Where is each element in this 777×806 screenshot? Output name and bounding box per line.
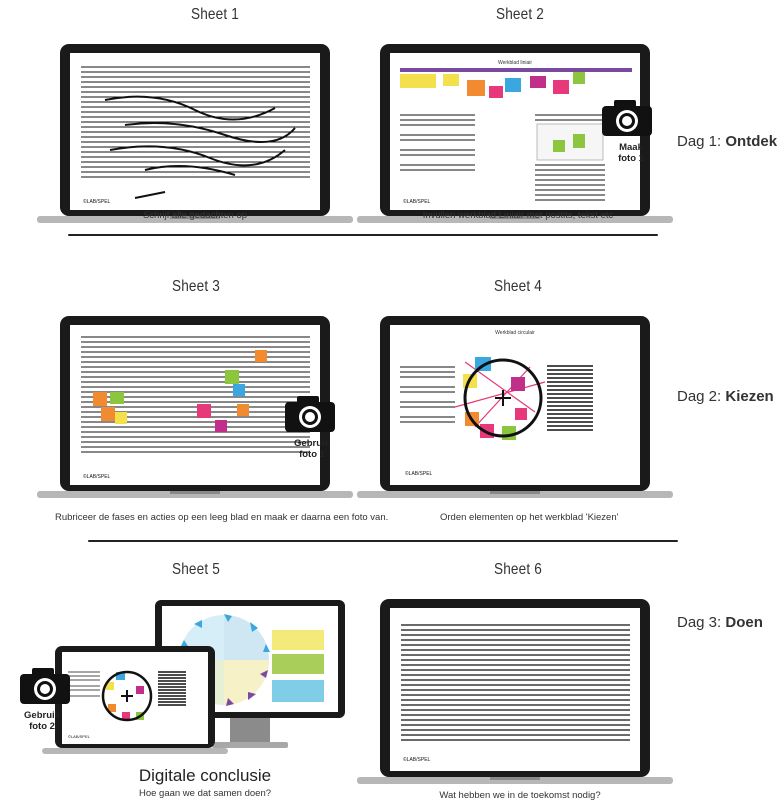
sheet-1-caption: Schrijf alle gedachten op [142,210,248,221]
sheet-4-title: Sheet 4 [493,278,543,295]
sheet-1-title: Sheet 1 [190,6,240,23]
camera-icon [602,100,652,136]
sheet-3-logo: ©LAB/SPEL [83,473,111,480]
laptop-sheet-5: ©LAB/SPEL [42,646,228,754]
divider-2 [88,540,678,542]
sheet-4-title-text: Werkblad circulair [495,330,535,336]
sheet-6-caption: Wat hebben we in de toekomst nodig? [439,790,601,801]
day-2-label: Dag 2: Kiezen [677,388,774,405]
sheet-3-title: Sheet 3 [171,278,221,295]
laptop-sheet-1: ©LAB/SPEL [37,44,353,223]
laptop-sheet-4: Werkblad circulair ©LAB/SPEL [357,316,673,498]
sheet-2-caption: Invullen werkblad Liniair met postits, t… [422,210,614,221]
sheet-1-scribbles [104,95,296,199]
sheet-3-caption: Rubriceer de fases en acties op een leeg… [55,512,389,523]
sheet-6-title: Sheet 6 [493,561,543,578]
sheet-5-logo: ©LAB/SPEL [68,734,91,739]
sheet-2-title-text: Werkblad liniair [498,60,532,66]
day-3-label: Dag 3: Doen [677,614,763,631]
laptop-sheet-2: Werkblad liniair ©LAB/SPEL [357,44,673,223]
day-1-label: Dag 1: Ontdekken [677,133,777,150]
sheet-5-title: Sheet 5 [171,561,221,578]
sheet-1-logo: ©LAB/SPEL [83,198,111,205]
camera-icon [20,668,70,704]
sheet-5-caption: Hoe gaan we dat samen doen? [138,788,272,799]
divider-1 [68,234,658,236]
sheet-2-title: Sheet 2 [495,6,545,23]
sheet-1-lines [81,66,310,178]
sheet-6-logo: ©LAB/SPEL [403,756,431,763]
sheet-5-caption-title: Digitale conclusie [138,766,272,785]
sheet-4-caption: Orden elementen op het werkblad 'Kiezen' [440,512,619,523]
sheet-4-logo: ©LAB/SPEL [405,470,433,477]
camera-icon [285,396,335,432]
laptop-sheet-3: ©LAB/SPEL [37,316,353,498]
sheet-2-logo: ©LAB/SPEL [403,198,431,205]
laptop-sheet-6: ©LAB/SPEL [357,599,673,784]
